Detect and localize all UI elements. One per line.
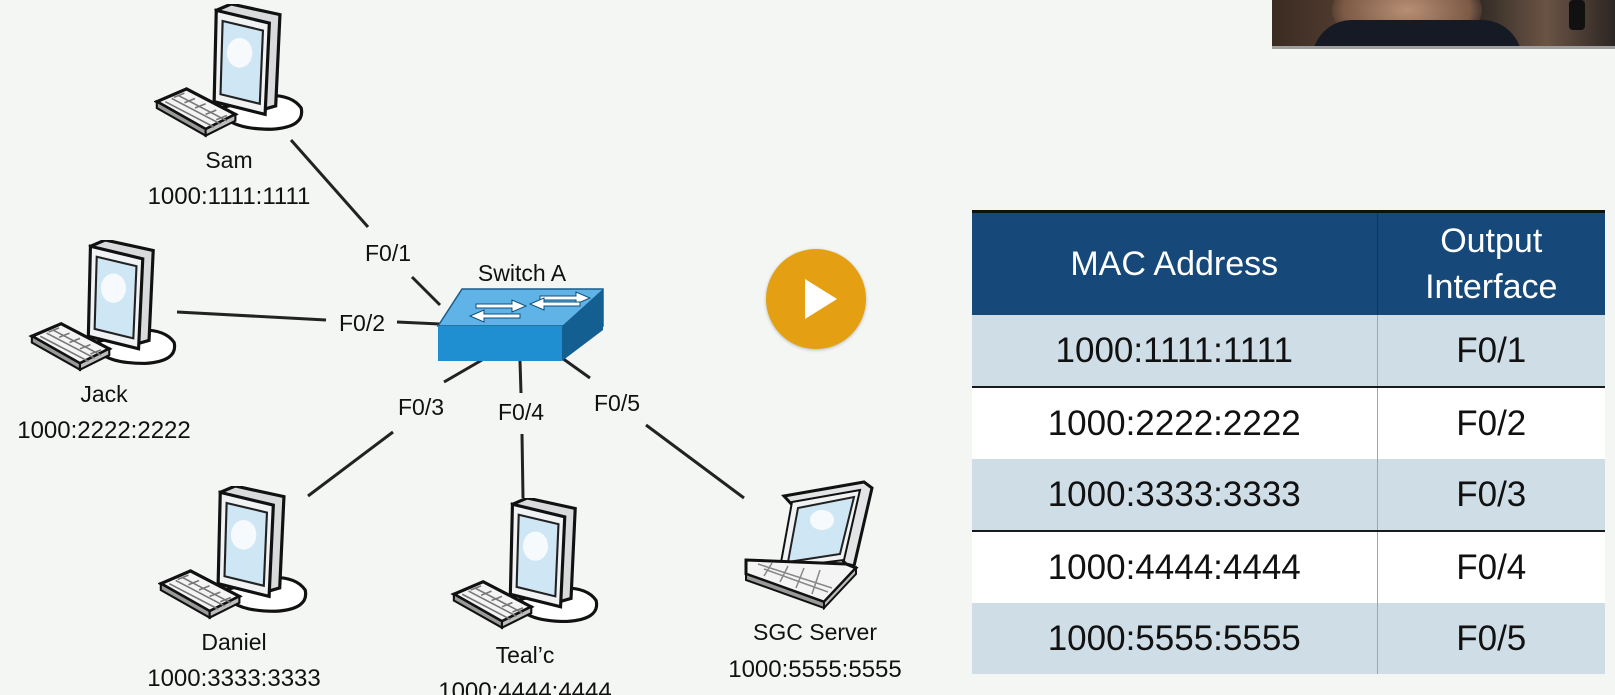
play-icon (805, 279, 837, 319)
connection-lines (176, 139, 745, 500)
column-header-mac-address: MAC Address (972, 210, 1377, 315)
table-cell-interface: F0/5 (1376, 603, 1605, 674)
laptop-computer-icon (744, 480, 874, 610)
link-server-switch (561, 356, 591, 380)
device-name-daniel: Daniel (201, 629, 266, 655)
table-cell-mac: 1000:1111:1111 (972, 315, 1377, 387)
presenter-shirt (1312, 20, 1522, 46)
link-jack-switch (396, 320, 441, 326)
device-name-sgc-server: SGC Server (753, 619, 877, 645)
play-button[interactable] (766, 249, 866, 349)
device-name-tealc: Teal’c (496, 642, 555, 668)
link-server (645, 423, 745, 500)
table-cell-interface: F0/3 (1376, 459, 1605, 531)
port-label-f0-1: F0/1 (365, 240, 411, 266)
table-row: 1000:1111:1111 F0/1 (972, 315, 1605, 387)
port-label-f0-5: F0/5 (594, 390, 640, 416)
table-row: 1000:4444:4444 F0/4 (972, 530, 1605, 603)
table-cell-mac: 1000:3333:3333 (972, 459, 1377, 531)
device-mac-jack: 1000:2222:2222 (17, 417, 191, 444)
link-sam-switch (410, 275, 442, 307)
link-daniel (307, 430, 394, 498)
desktop-computer-icon (155, 4, 304, 138)
port-label-f0-4: F0/4 (498, 399, 544, 425)
link-sam (289, 139, 370, 228)
table-cell-interface: F0/1 (1376, 315, 1605, 387)
table-cell-mac: 1000:2222:2222 (972, 386, 1377, 459)
microphone-icon (1569, 0, 1585, 30)
port-label-f0-3: F0/3 (398, 394, 444, 420)
link-tealc (520, 433, 525, 499)
network-diagram: Switch A Sam 1000:1111:1111 Jack 1000:22… (17, 4, 902, 695)
desktop-computer-icon (452, 498, 599, 630)
link-jack (176, 310, 327, 322)
device-name-sam: Sam (205, 147, 252, 173)
device-name-jack: Jack (80, 381, 128, 407)
link-tealc-switch (518, 360, 523, 394)
desktop-computer-icon (159, 486, 308, 620)
presenter-webcam-overlay (1272, 0, 1615, 49)
table-row: 1000:5555:5555 F0/5 (972, 603, 1605, 674)
desktop-computer-icon (30, 240, 177, 372)
device-mac-sgc-server: 1000:5555:5555 (728, 656, 902, 683)
table-row: 1000:2222:2222 F0/2 (972, 386, 1605, 459)
link-daniel-switch (443, 358, 483, 384)
switch-name: Switch A (478, 260, 567, 286)
table-cell-interface: F0/2 (1376, 386, 1605, 459)
table-cell-mac: 1000:5555:5555 (972, 603, 1377, 674)
device-mac-sam: 1000:1111:1111 (148, 183, 311, 210)
device-mac-tealc: 1000:4444:4444 (438, 678, 612, 695)
device-mac-daniel: 1000:3333:3333 (147, 665, 321, 692)
port-label-f0-2: F0/2 (339, 310, 385, 336)
switch-icon (436, 288, 604, 361)
table-row: 1000:3333:3333 F0/3 (972, 459, 1605, 531)
table-cell-mac: 1000:4444:4444 (972, 530, 1377, 603)
table-cell-interface: F0/4 (1376, 530, 1605, 603)
